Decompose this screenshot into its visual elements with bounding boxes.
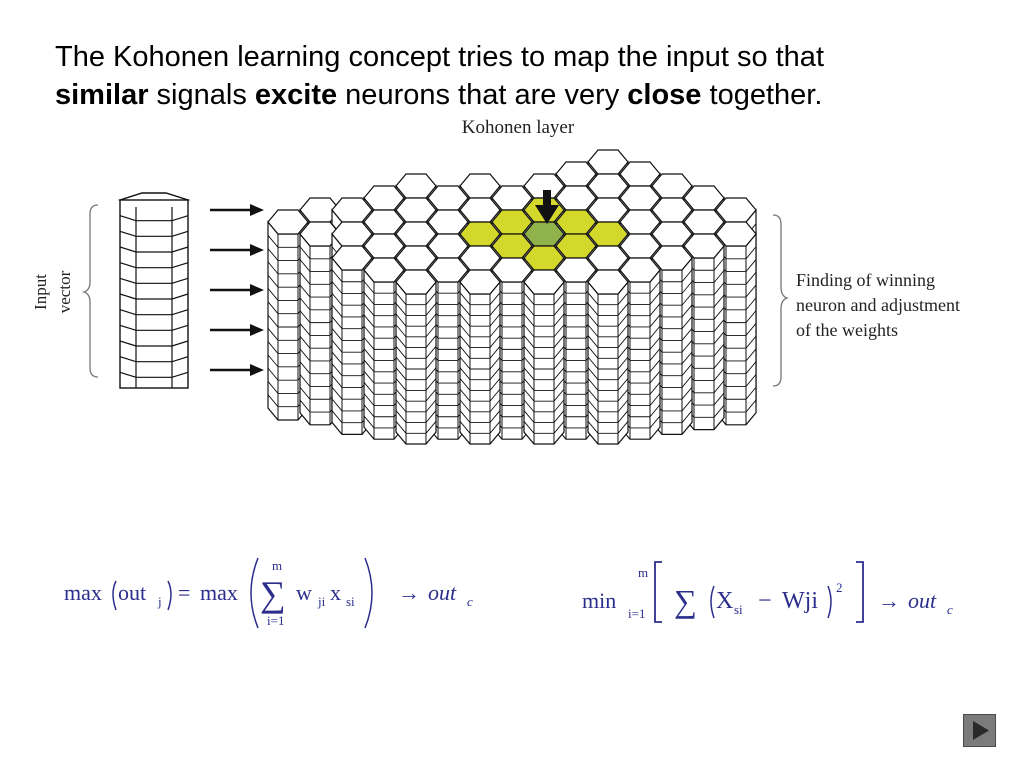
sigma-icon: ∑ xyxy=(674,583,697,619)
formula-arrow-icon: → xyxy=(398,580,420,605)
formula-min: min xyxy=(582,588,616,613)
output-brace xyxy=(772,214,790,387)
slide-heading: The Kohonen learning concept tries to ma… xyxy=(55,38,995,114)
winner-arrow-icon xyxy=(535,190,559,224)
formula-max-1: max xyxy=(64,580,102,605)
play-triangle-icon xyxy=(973,721,989,740)
heading-text-together: together. xyxy=(701,79,823,111)
formula-arrow-icon: → xyxy=(878,588,900,613)
formula-X-sub: si xyxy=(734,602,743,617)
formula-sub-j: j xyxy=(157,594,162,609)
formula-sub-c: c xyxy=(467,594,473,609)
input-arrows xyxy=(210,204,264,376)
right-label-line1: Finding of winning xyxy=(796,270,935,290)
formula-sub-ji: ji xyxy=(317,594,326,609)
formula-equals: = xyxy=(178,580,190,605)
right-label-line2: neuron and adjustment xyxy=(796,295,960,315)
heading-text-neurons: neurons that are very xyxy=(337,79,628,111)
formula-w: w xyxy=(296,580,312,605)
next-slide-button[interactable] xyxy=(963,714,996,747)
formula-min-distance: min m i=1 ∑ X si − Wji 2 → out c xyxy=(578,556,988,641)
formula-sum-upper: m xyxy=(272,558,282,573)
formula-Wji: Wji xyxy=(782,588,818,614)
heading-line-1: The Kohonen learning concept tries to ma… xyxy=(55,41,824,73)
formula-out-c: out xyxy=(908,588,937,613)
input-vector-column xyxy=(117,192,191,389)
input-label-line1: Input xyxy=(31,274,50,310)
formula-min-upper: m xyxy=(638,565,648,580)
input-brace xyxy=(81,204,99,378)
formula-max-2: max xyxy=(200,580,238,605)
formula-sum-lower: i=1 xyxy=(267,613,284,628)
input-label-line2: vector xyxy=(55,270,74,313)
input-vector-label: Input vector xyxy=(31,270,74,313)
sigma-icon: ∑ xyxy=(260,574,286,614)
formula-sub-c: c xyxy=(947,602,953,617)
formula-out: out xyxy=(118,580,146,605)
right-label-line3: of the weights xyxy=(796,320,898,340)
formula-X: X xyxy=(716,588,733,614)
formula-sub-si: si xyxy=(346,594,355,609)
formula-max-output: max out j = max m ∑ i=1 w ji x si → out … xyxy=(60,548,500,643)
heading-word-similar: similar xyxy=(55,79,149,111)
formula-x: x xyxy=(330,580,341,605)
heading-word-close: close xyxy=(627,79,702,111)
kohonen-diagram: Kohonen layer Input vector Finding of wi… xyxy=(31,117,960,445)
heading-text-signals: signals xyxy=(148,79,255,111)
formula-min-lower: i=1 xyxy=(628,606,645,621)
formula-out-c: out xyxy=(428,580,457,605)
kohonen-hex-grid xyxy=(267,149,757,445)
kohonen-layer-title: Kohonen layer xyxy=(462,117,575,138)
formula-minus: − xyxy=(758,588,772,614)
formula-power: 2 xyxy=(836,580,843,595)
heading-word-excite: excite xyxy=(254,79,338,111)
